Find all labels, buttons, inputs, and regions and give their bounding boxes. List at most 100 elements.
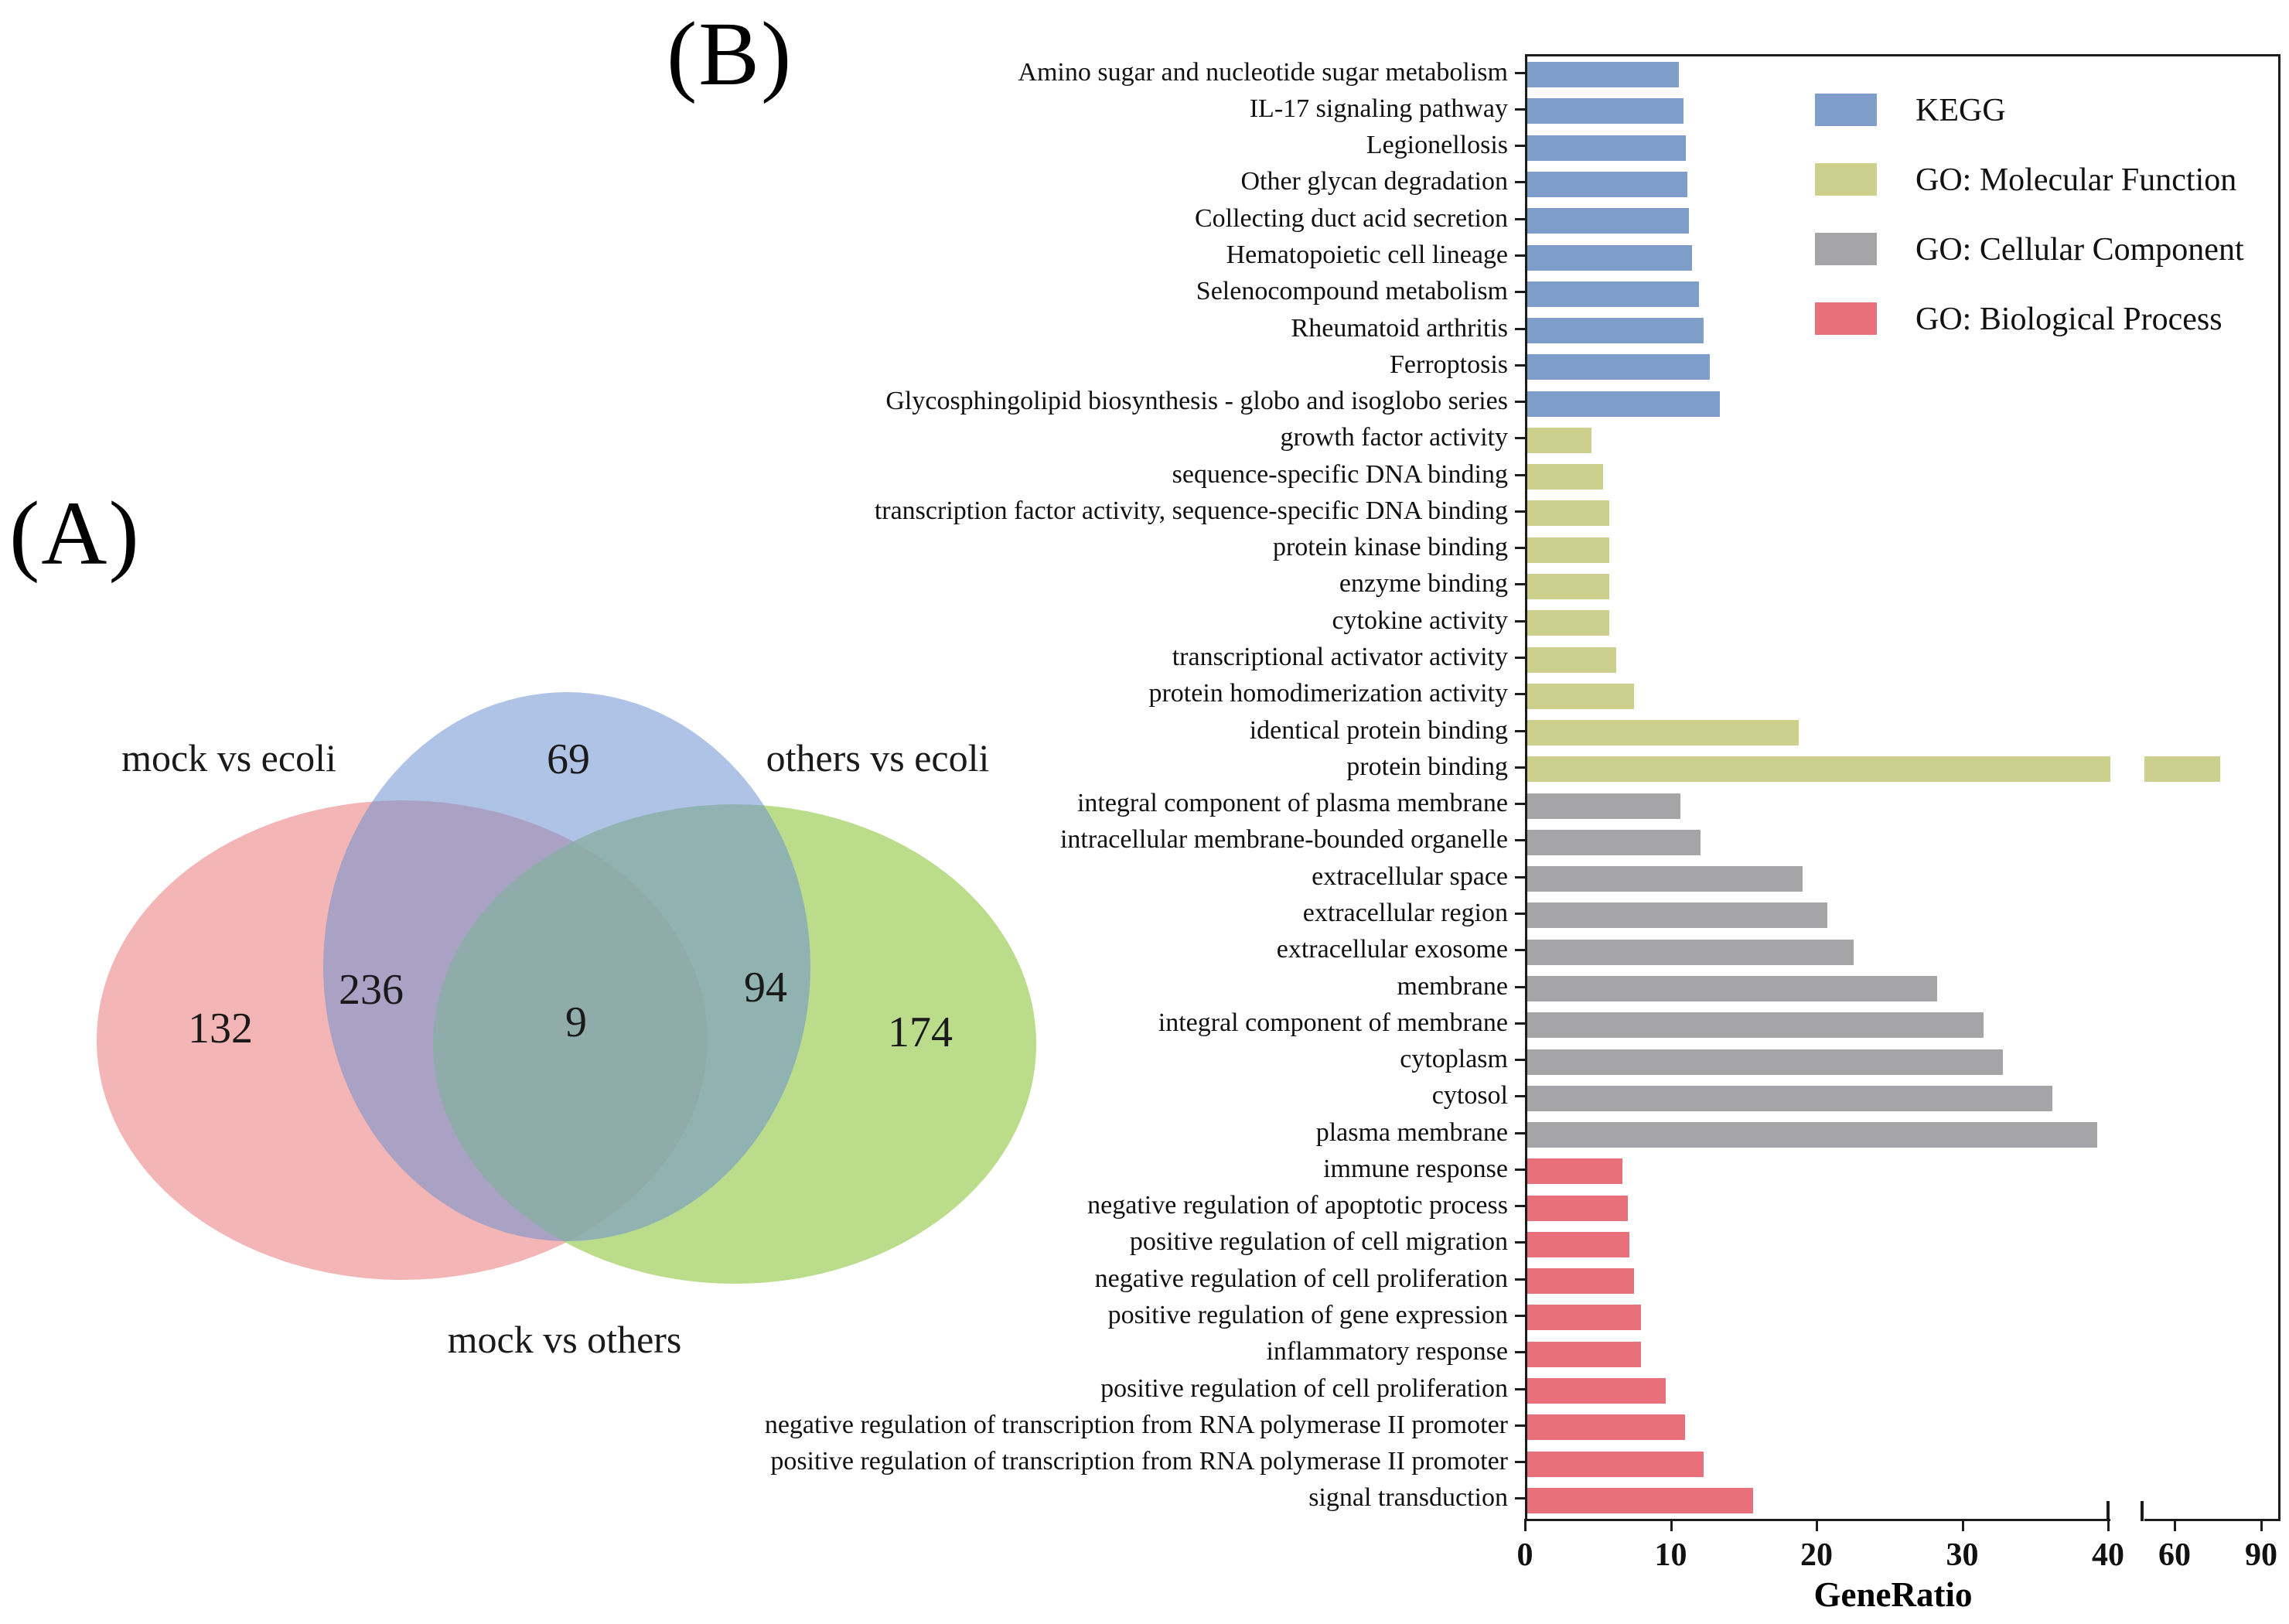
bar — [1527, 1085, 2052, 1111]
venn-count-others-vs-ecoli-only: 174 — [888, 1008, 953, 1056]
bar — [1527, 171, 1688, 197]
y-axis-tick — [1515, 803, 1525, 806]
y-axis-label: inflammatory response — [1266, 1337, 1508, 1366]
y-axis-label: cytosol — [1431, 1081, 1508, 1111]
axis-break-mark — [2106, 1501, 2110, 1521]
y-axis-tick — [1515, 1131, 1525, 1134]
y-axis-label: protein kinase binding — [1272, 533, 1508, 562]
y-axis-tick — [1515, 401, 1525, 404]
venn-count-mve-and-mvo: 236 — [339, 966, 404, 1014]
y-axis-label: enzyme binding — [1339, 569, 1508, 599]
venn-set-label-mock-vs-ecoli: mock vs ecoli — [121, 736, 336, 780]
y-axis-label: integral component of membrane — [1158, 1008, 1508, 1037]
y-axis-label: identical protein binding — [1249, 715, 1508, 745]
bar — [1527, 647, 1616, 673]
y-axis-label: positive regulation of cell proliferatio… — [1100, 1373, 1508, 1403]
y-axis-label: Selenocompound metabolism — [1196, 277, 1508, 306]
y-axis-tick — [1515, 181, 1525, 184]
venn-count-mock-vs-ecoli-only: 132 — [188, 1005, 253, 1053]
axis-break-gap — [2110, 1518, 2144, 1524]
y-axis-tick — [1515, 693, 1525, 696]
y-axis-tick — [1515, 1424, 1525, 1427]
bar — [1527, 244, 1692, 271]
bar — [1527, 281, 1700, 307]
venn-count-mvo-and-ove: 94 — [744, 964, 787, 1012]
x-axis-tick — [1524, 1519, 1527, 1531]
bar — [2144, 756, 2220, 783]
y-axis-label: transcriptional activator activity — [1172, 643, 1508, 672]
x-axis-tick — [2260, 1519, 2263, 1531]
legend-swatch — [1815, 94, 1877, 126]
y-axis-tick — [1515, 107, 1525, 111]
bar — [1527, 573, 1609, 599]
y-axis-tick — [1515, 657, 1525, 660]
y-axis-label: IL-17 signaling pathway — [1249, 94, 1508, 123]
y-axis-tick — [1515, 71, 1525, 74]
y-axis-label: membrane — [1397, 971, 1509, 1001]
bar — [1527, 1158, 1622, 1185]
y-axis-tick — [1515, 1314, 1525, 1317]
y-axis-label: cytokine activity — [1332, 606, 1508, 635]
y-axis-tick — [1515, 1022, 1525, 1025]
bar — [1527, 537, 1609, 563]
bar — [1527, 939, 1854, 965]
y-axis-tick — [1515, 1059, 1525, 1062]
bar — [1527, 1341, 1642, 1367]
y-axis-label: negative regulation of cell proliferatio… — [1094, 1264, 1508, 1293]
y-axis-tick — [1515, 1278, 1525, 1281]
y-axis-label: integral component of plasma membrane — [1076, 789, 1508, 818]
y-axis-label: extracellular exosome — [1276, 935, 1508, 964]
panel-b-tag: (B) — [667, 3, 793, 104]
y-axis-label: signal transduction — [1308, 1483, 1508, 1513]
y-axis-label: sequence-specific DNA binding — [1172, 459, 1508, 489]
venn-count-all-three: 9 — [565, 998, 587, 1046]
y-axis-tick — [1515, 473, 1525, 476]
bar — [1527, 1268, 1634, 1295]
bar — [1527, 135, 1687, 161]
y-axis-label: growth factor activity — [1280, 423, 1508, 452]
y-axis-label: extracellular region — [1302, 898, 1508, 927]
bar — [1527, 720, 1799, 746]
x-axis-title: GeneRatio — [1813, 1575, 1973, 1614]
y-axis-label: positive regulation of transcription fro… — [770, 1447, 1508, 1476]
y-axis-label: protein homodimerization activity — [1148, 679, 1508, 708]
x-axis-tick — [1816, 1519, 1818, 1531]
x-axis-tick-label: 60 — [2158, 1537, 2191, 1573]
bar — [1527, 1305, 1642, 1331]
y-axis-tick — [1515, 1095, 1525, 1098]
legend-label: GO: Molecular Function — [1915, 162, 2237, 198]
bar — [1527, 1378, 1666, 1404]
bar — [1527, 500, 1609, 527]
x-axis-tick-label: 10 — [1654, 1537, 1687, 1573]
bar — [1527, 1487, 1754, 1513]
venn-circle-mock-vs-others — [323, 692, 810, 1241]
y-axis-tick — [1515, 1497, 1525, 1500]
panel-a-tag: (A) — [9, 483, 141, 584]
axis-break-mark — [2141, 1501, 2144, 1521]
y-axis-label: plasma membrane — [1315, 1117, 1508, 1147]
bar — [1527, 464, 1604, 490]
y-axis-tick — [1515, 145, 1525, 148]
y-axis-tick — [1515, 327, 1525, 330]
y-axis-label: Amino sugar and nucleotide sugar metabol… — [1018, 57, 1508, 87]
y-axis-tick — [1515, 1205, 1525, 1208]
bar — [1527, 829, 1701, 855]
y-axis-label: protein binding — [1346, 752, 1508, 781]
x-axis-tick — [2174, 1519, 2176, 1531]
y-axis-tick — [1515, 729, 1525, 732]
venn-count-mock-vs-others-only: 69 — [547, 735, 590, 783]
y-axis-tick — [1515, 547, 1525, 550]
bar — [1527, 98, 1683, 125]
y-axis-tick — [1515, 1387, 1525, 1390]
y-axis-tick — [1515, 619, 1525, 623]
x-axis-tick — [1961, 1519, 1964, 1531]
y-axis-label: extracellular space — [1312, 861, 1508, 891]
y-axis-label: negative regulation of apoptotic process — [1087, 1191, 1508, 1220]
y-axis-tick — [1515, 217, 1525, 220]
y-axis-tick — [1515, 583, 1525, 586]
y-axis-tick — [1515, 839, 1525, 842]
y-axis-tick — [1515, 1461, 1525, 1464]
bar — [1527, 427, 1591, 453]
y-axis-tick — [1515, 912, 1525, 915]
